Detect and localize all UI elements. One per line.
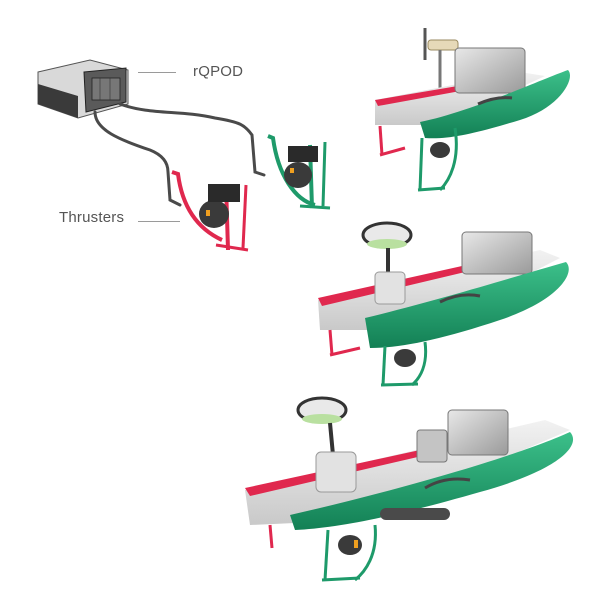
rqpod-label: rQPOD	[193, 63, 244, 80]
boat-config-1	[375, 28, 570, 192]
thruster-starboard	[267, 134, 331, 210]
thruster-port	[171, 170, 249, 252]
thrusters-label: Thrusters	[59, 209, 125, 226]
thrusters-leader-line	[138, 221, 180, 222]
rqpod-leader-line	[138, 72, 176, 73]
boat-config-3	[245, 396, 574, 582]
rqpod-unit	[37, 59, 129, 119]
boat-config-2	[318, 221, 569, 387]
thruster-cables	[93, 102, 266, 207]
